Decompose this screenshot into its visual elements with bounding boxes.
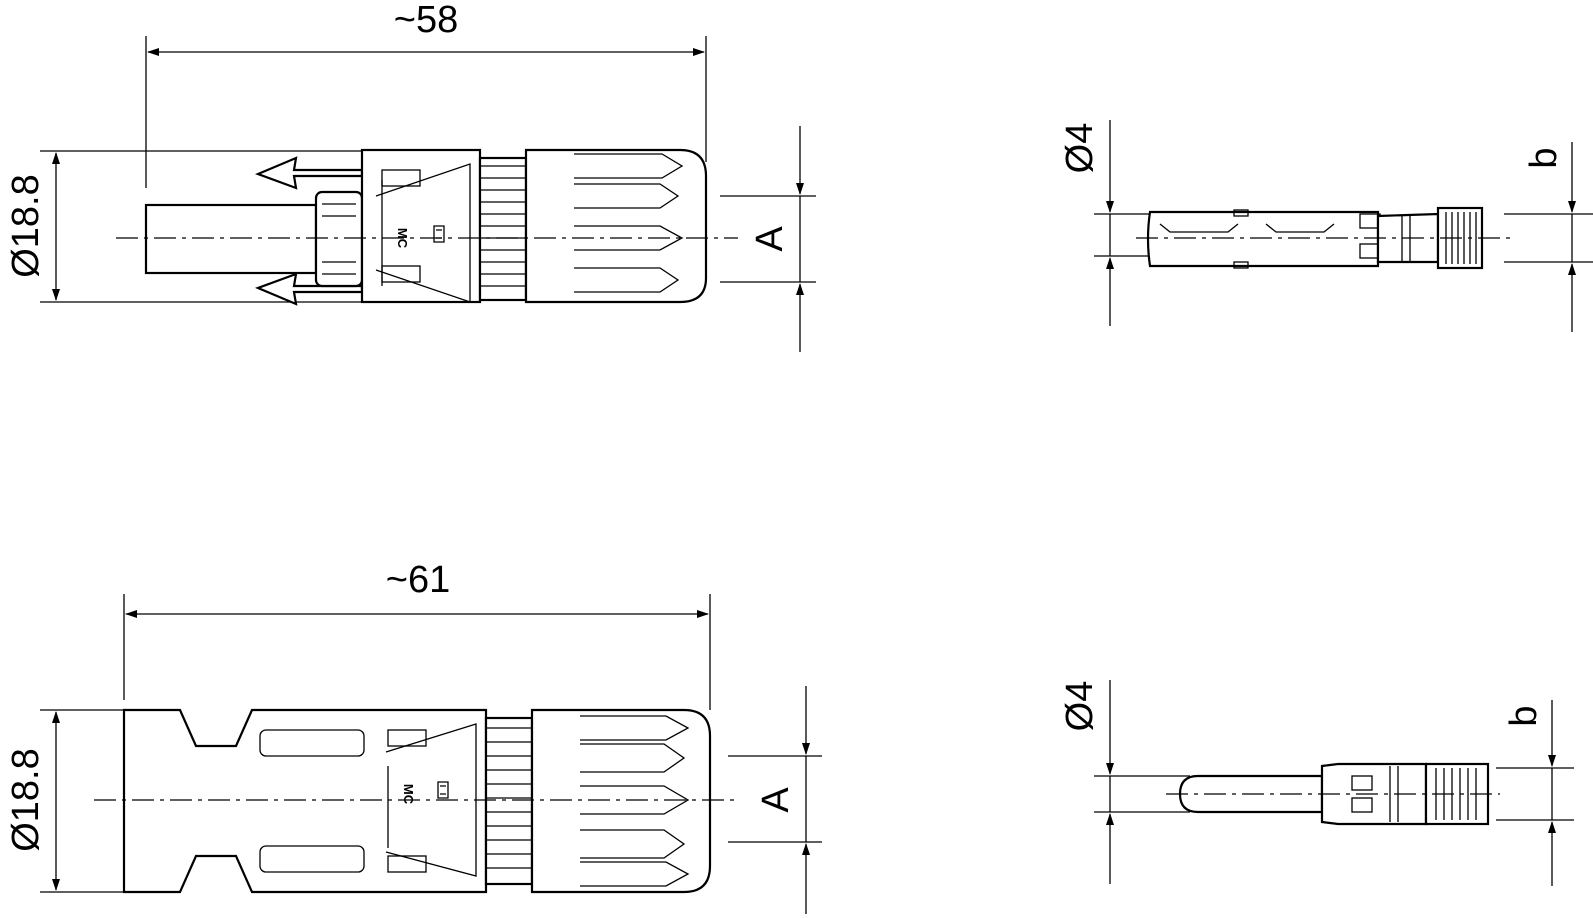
housing-window	[387, 729, 427, 747]
housing-window	[387, 855, 427, 873]
diameter-dimension-label: Ø18.8	[5, 748, 47, 852]
housing-slot	[259, 845, 365, 873]
contact-stub	[144, 203, 318, 275]
cap-nut-grips	[580, 715, 690, 887]
contact-diameter-label: Ø4	[1059, 123, 1101, 174]
contact-cable-label: b	[1523, 147, 1565, 168]
cable-dimension-label: A	[749, 226, 791, 252]
cap-nut	[530, 708, 712, 894]
housing-window	[381, 265, 421, 283]
length-dimension-label: ~61	[386, 559, 450, 601]
cap-nut-grips	[574, 153, 684, 293]
housing-slot	[259, 729, 365, 757]
connector-housing	[360, 148, 482, 304]
length-dimension-label: ~58	[394, 0, 458, 41]
male-contact-drawing: Ø4 b	[1059, 680, 1574, 886]
certification-mark	[437, 781, 449, 799]
female-connector-drawing: ~58 Ø18.8 MC	[5, 0, 816, 352]
thread-section	[484, 716, 534, 886]
mc-brand-mark: MC	[401, 784, 416, 805]
thread-section	[478, 156, 528, 302]
male-connector-drawing: ~61 Ø18.8 MC	[5, 559, 822, 914]
male-connector-housing	[122, 708, 488, 894]
cable-dimension-label: A	[755, 787, 797, 813]
diameter-dimension-label: Ø18.8	[5, 174, 47, 278]
contact-diameter-label: Ø4	[1059, 681, 1101, 732]
housing-window	[381, 169, 421, 187]
female-contact-drawing: Ø4 b	[1059, 120, 1593, 332]
thread-lines	[480, 165, 526, 287]
seal-ring	[314, 190, 364, 288]
thread-lines	[486, 727, 532, 869]
contact-cable-label: b	[1503, 705, 1545, 726]
socket-contact-body	[1146, 210, 1380, 268]
locking-clip-top	[255, 156, 364, 190]
